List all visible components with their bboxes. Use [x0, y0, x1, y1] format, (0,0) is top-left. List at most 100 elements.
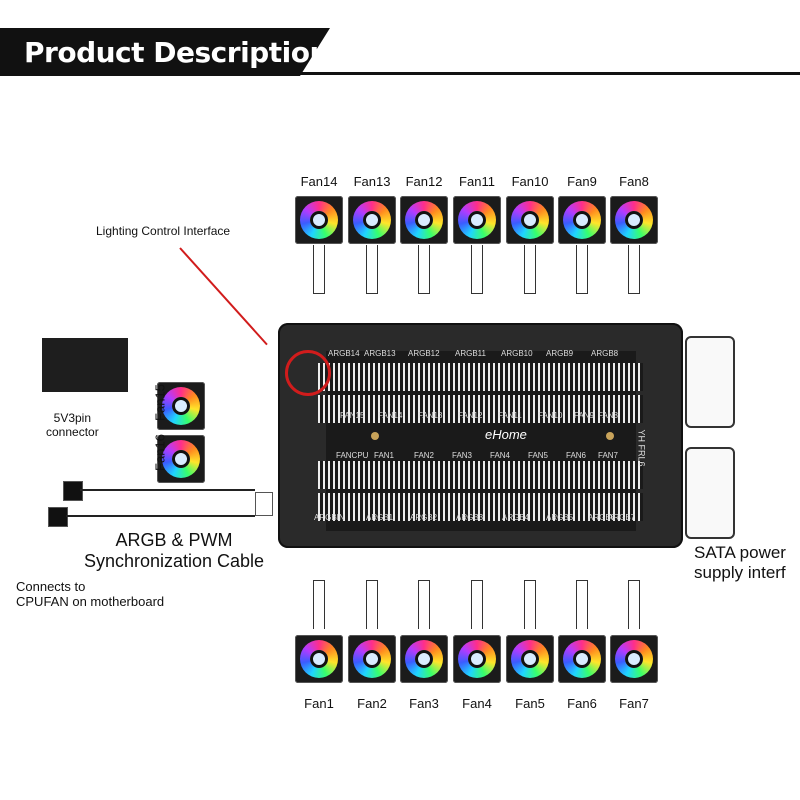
cpu-fan-label: Connects to CPUFAN on motherboard: [16, 579, 165, 609]
rgb-fan-icon: [453, 196, 501, 244]
pin-label: FAN1: [374, 451, 395, 460]
pin-label: ARGB14: [328, 349, 360, 358]
rgb-fan-icon: [157, 382, 205, 430]
fan-label: Fan9: [567, 174, 597, 189]
pin-label: ARGB12: [408, 349, 440, 358]
rgb-fan-icon: [558, 196, 606, 244]
fan-wire: [313, 580, 325, 629]
sync-cable: [66, 515, 255, 517]
fan-wire: [576, 580, 588, 629]
fan-wire: [471, 245, 483, 294]
brand-logo: eHome: [485, 427, 527, 442]
cable-head: [48, 507, 68, 527]
rgb-fan-icon: [558, 635, 606, 683]
rgb-fan-icon: [506, 196, 554, 244]
board-model: YH FRL6: [636, 429, 647, 467]
fan-wire: [366, 245, 378, 294]
fan-wire: [524, 245, 536, 294]
fan-label: Fan14: [300, 174, 338, 189]
fan-wire: [524, 580, 536, 629]
pin-label: ARGB13: [364, 349, 396, 358]
fan-label: Fan2: [357, 696, 387, 711]
pin-label: ARGB1: [366, 513, 394, 522]
fan-label: Fan8: [619, 174, 649, 189]
pin-label: FAN14: [378, 411, 403, 420]
rgb-fan-icon: [157, 435, 205, 483]
rgb-fan-icon: [400, 635, 448, 683]
pin-label: ARGB7: [608, 513, 636, 522]
fan-label: Fan7: [619, 696, 649, 711]
rgb-fan-icon: [348, 196, 396, 244]
pin-label: FAN15: [340, 411, 365, 420]
pin-label: FAN12: [458, 411, 483, 420]
lighting-arrow: [179, 247, 268, 346]
header-bar: [0, 28, 330, 76]
pin-label: FAN8: [598, 411, 619, 420]
cable-head: [255, 492, 273, 516]
pin-label: FAN7: [598, 451, 619, 460]
sata-connector: [685, 447, 735, 539]
fan-label: Fan4: [462, 696, 492, 711]
fan-wire: [418, 245, 430, 294]
rgb-fan-icon: [453, 635, 501, 683]
pin-label: FAN4: [490, 451, 511, 460]
mount-hole: [606, 432, 614, 440]
sata-connector: [685, 336, 735, 428]
bottom-pin-row-1: [318, 461, 643, 489]
page-title: Product Description: [24, 36, 329, 69]
pin-label: ARGB6: [588, 513, 616, 522]
connector-photo: [42, 338, 128, 392]
fan-label: Fan5: [515, 696, 545, 711]
fan-label: Fan11: [459, 174, 495, 189]
fan-wire: [628, 580, 640, 629]
fan-label: Fan6: [567, 696, 597, 711]
sync-cable-label: ARGB & PWM Synchronization Cable: [83, 530, 265, 571]
pin-label: ARGB11: [455, 349, 486, 358]
cable-head: [63, 481, 83, 501]
fan-label: Fan13: [353, 174, 391, 189]
pin-label: FAN2: [414, 451, 435, 460]
pin-label: FANCPU: [336, 451, 369, 460]
lighting-control-label: Lighting Control Interface: [96, 224, 231, 238]
rgb-fan-icon: [295, 196, 343, 244]
pin-label: FAN10: [538, 411, 563, 420]
fan-label: Fan12: [405, 174, 443, 189]
rgb-fan-icon: [348, 635, 396, 683]
rgb-fan-icon: [610, 196, 658, 244]
pin-label: ARGB5: [546, 513, 574, 522]
sata-label: SATA power supply interf: [694, 543, 786, 582]
top-pin-row-1: [318, 363, 643, 391]
pin-label: ARGB9: [546, 349, 574, 358]
pin-label: ARGB10: [501, 349, 533, 358]
header-rule: [300, 72, 800, 75]
top-pin-row-2: [318, 395, 643, 423]
fan-wire: [471, 580, 483, 629]
fan-label: Fan16: [152, 434, 168, 471]
connector-label: 5V3pin connector: [46, 411, 99, 439]
rgb-fan-icon: [506, 635, 554, 683]
mount-hole: [371, 432, 379, 440]
pin-label: FAN9: [574, 411, 595, 420]
pin-label: FAN3: [452, 451, 473, 460]
pin-label: FAN13: [418, 411, 443, 420]
pin-label: ARGB2: [410, 513, 438, 522]
fan-wire: [576, 245, 588, 294]
highlight-circle: [285, 350, 331, 396]
pin-label: ARGBIN: [314, 513, 345, 522]
fan-wire: [313, 245, 325, 294]
sync-cable: [80, 489, 255, 491]
pin-label: FAN11: [498, 411, 522, 420]
fan-label: Fan10: [511, 174, 549, 189]
pin-label: ARGB4: [502, 513, 530, 522]
fan-label: Fan1: [304, 696, 334, 711]
fan-wire: [628, 245, 640, 294]
pin-label: FAN6: [566, 451, 587, 460]
bottom-pin-row-2: [318, 493, 643, 521]
rgb-fan-icon: [295, 635, 343, 683]
pin-label: ARGB8: [591, 349, 619, 358]
rgb-fan-icon: [610, 635, 658, 683]
fan-wire: [366, 580, 378, 629]
fan-wire: [418, 580, 430, 629]
pin-label: FAN5: [528, 451, 549, 460]
